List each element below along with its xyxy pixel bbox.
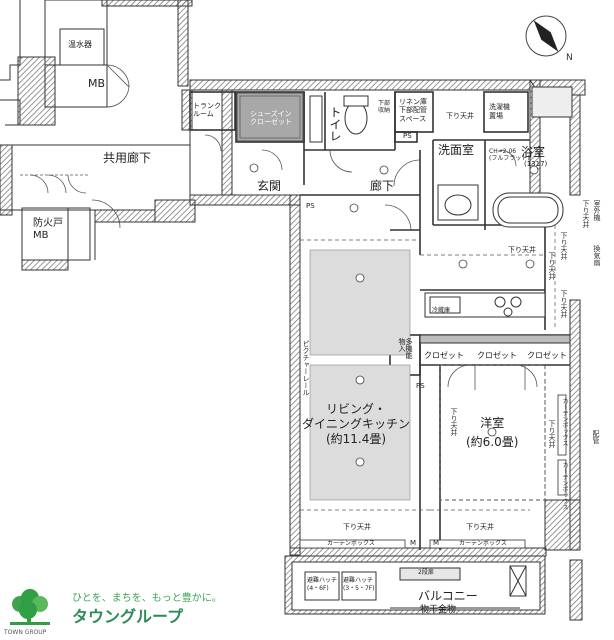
- label-ps-mid: PS: [416, 382, 425, 390]
- shoes-closet-fill: [236, 92, 304, 142]
- label-outdoor-unit: 室外機: [593, 200, 601, 221]
- label-hatch-2: 避難ハッチ (3・5・7F): [343, 577, 375, 592]
- logo-name: タウングループ: [72, 607, 184, 626]
- ceiling-lights: [249, 163, 539, 467]
- label-ldk: リビング・ ダイニングキッチン (約11.4畳): [302, 402, 411, 446]
- label-washroom: 洗面室: [438, 143, 475, 157]
- interior-door-swings: [204, 134, 538, 390]
- label-curtain-box-1: カーテンボックス: [327, 540, 375, 547]
- label-fire-door-mb: 防火戸 MB: [33, 218, 63, 241]
- label-curtain-box-2: カーテンボックス: [459, 540, 507, 547]
- label-ceiling-low-a: 下り天井: [343, 523, 371, 531]
- label-washer-space: 洗濯機 置場: [489, 103, 510, 121]
- label-toilet: トイレ: [328, 106, 342, 142]
- label-hatch-mark: 2段扉: [418, 569, 434, 576]
- label-pipe-space: 配管: [592, 430, 600, 444]
- label-picture-rail: ピクチャーレール: [302, 340, 310, 396]
- label-mb-top: MB: [88, 77, 106, 90]
- north-compass-icon: N: [525, 15, 573, 63]
- label-fridge: 冷蔵庫: [432, 307, 451, 314]
- label-hatch-1: 避難ハッチ (4・6F): [307, 577, 338, 592]
- label-ceiling-low-c: 下り天井: [508, 246, 536, 254]
- label-linen: リネン庫 下部配管 スペース: [399, 98, 427, 123]
- curtain-boxes: [299, 394, 567, 549]
- label-pipe-v: 下り天井: [560, 232, 568, 260]
- label-m-2: M: [433, 539, 440, 547]
- label-ceiling-low-b: 下り天井: [466, 523, 494, 531]
- label-m-1: M: [410, 539, 417, 547]
- closet-band: [419, 334, 571, 344]
- label-curtain-v2: カーテンボックス: [561, 462, 568, 510]
- label-trunk-room: トランク ルーム: [193, 102, 221, 119]
- common-door-swings: [20, 64, 130, 229]
- balcony-area: [284, 555, 546, 615]
- label-bath: 浴室: [521, 145, 546, 159]
- label-water-heater: 温水器: [68, 40, 92, 49]
- label-slide-v: 下り天井: [560, 290, 568, 318]
- kitchen-counter: [424, 292, 546, 318]
- label-ceiling-low-f: 下り天井: [548, 252, 556, 280]
- label-closet-1: クロゼット: [424, 351, 464, 360]
- label-balcony: バルコニー: [418, 589, 478, 603]
- dashed-ceiling-lines: [300, 225, 556, 511]
- label-ch-note: CH=2.06 (フルフラット): [489, 148, 530, 163]
- logo-tagline: ひとを、まちを、もっと豊かに。: [72, 593, 222, 604]
- toilet-fixtures: [309, 95, 369, 143]
- label-closet-3: クロゼット: [527, 351, 567, 360]
- common-area-walls: [0, 0, 196, 271]
- logo-small: TOWN GROUP: [4, 629, 47, 636]
- label-curtain-v1: カーテンボックス: [561, 398, 568, 446]
- label-multi-storage: 多機能 物入: [398, 338, 413, 359]
- bedroom-outline: [439, 364, 546, 501]
- wash-basin: [437, 184, 479, 221]
- label-ceiling-lower-bath: 下り天井: [582, 200, 590, 228]
- label-corridor: 共用廊下: [103, 151, 152, 165]
- tree-logo-icon: [10, 589, 50, 625]
- label-ceiling-low-d: 下り天井: [450, 408, 458, 436]
- label-shoes-in-closet: シューズイン クローゼット: [250, 110, 292, 127]
- svg-text:N: N: [566, 53, 573, 63]
- structural-pillar: [531, 86, 573, 118]
- label-ceiling-low-e: 下り天井: [548, 420, 556, 448]
- label-ventilation: 換気扇: [593, 245, 601, 266]
- label-bath-size: (1317): [524, 160, 548, 168]
- bathtub: [492, 192, 564, 228]
- label-entrance: 玄関: [257, 179, 282, 193]
- label-closet-2: クロゼット: [477, 351, 517, 360]
- label-balcony-items: 物干金物: [420, 605, 457, 615]
- label-hallway: 廊下: [370, 179, 395, 193]
- ldk-floor: [309, 249, 411, 501]
- label-hall-storage: 下部 収納: [378, 100, 391, 115]
- label-ceiling-lower-top: 下り天井: [446, 112, 474, 120]
- label-bedroom: 洋室 (約6.0畳): [466, 416, 519, 450]
- label-ps-toilet: PS: [403, 132, 412, 140]
- label-ps-hall: PS: [306, 202, 315, 210]
